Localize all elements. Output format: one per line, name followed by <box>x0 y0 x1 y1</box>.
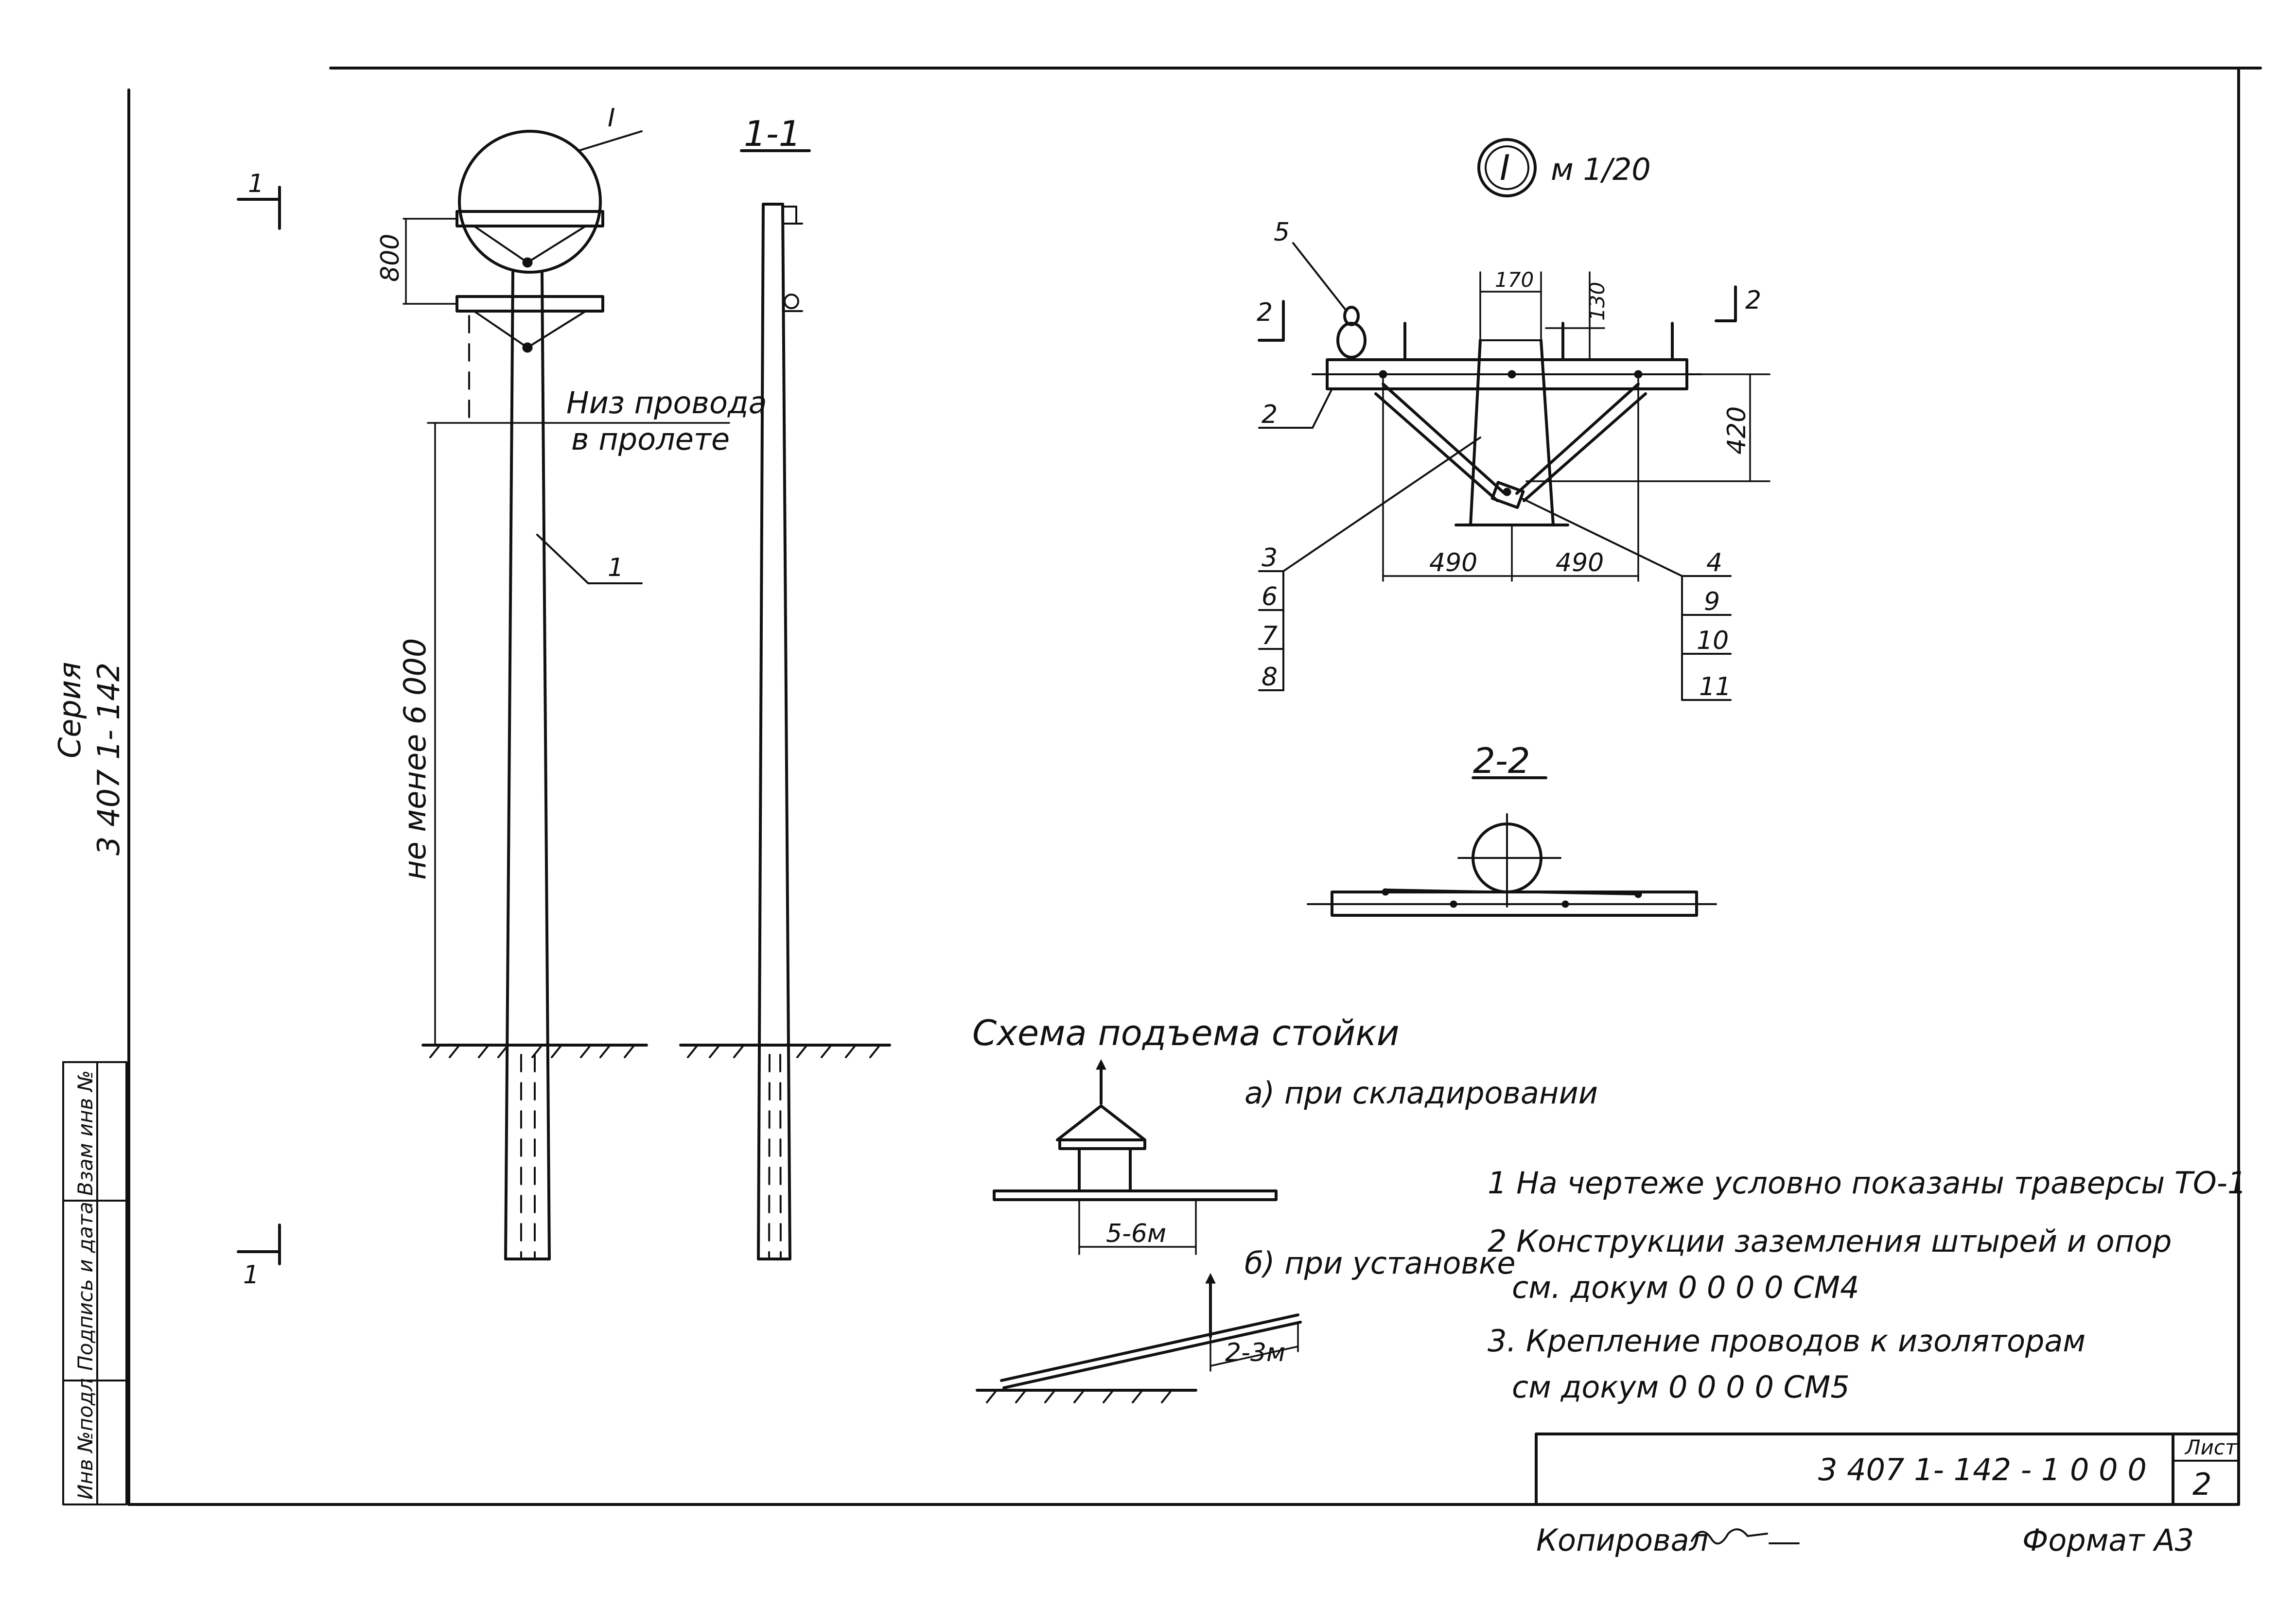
dim-height: не менее 6 000 <box>397 638 433 880</box>
detail-I-mark <box>1477 138 1537 197</box>
ground-hatch-1-1 <box>687 1044 881 1058</box>
label-6: 6 <box>1262 582 1278 612</box>
dim-crossarm-spacing: 800 <box>376 234 405 282</box>
note-3-line1: 3. Крепление проводов к изоляторам <box>1488 1323 2086 1359</box>
sheet-label: Лист <box>2184 1435 2238 1459</box>
label-9: 9 <box>1704 587 1720 616</box>
wire-label-line1: Низ провода <box>566 385 767 420</box>
svg-text:2: 2 <box>1257 298 1273 327</box>
section-1-1-view: 1-1 <box>679 113 891 1260</box>
svg-text:2: 2 <box>1745 286 1761 315</box>
label-8: 8 <box>1262 663 1278 692</box>
ground-hatch <box>429 1044 635 1058</box>
detail-I-scale: м 1/20 <box>1551 152 1651 187</box>
stamp-column: Взам инв № Подпись и дата Инв №подл <box>62 1061 127 1505</box>
svg-text:1: 1 <box>243 1260 259 1290</box>
dim-130: 130 <box>1585 282 1609 321</box>
doc-number: 3 407 1- 142 - 1 0 0 0 <box>1818 1452 2147 1487</box>
wire-label-line2: в пролете <box>571 421 730 457</box>
title-block: 3 407 1- 142 - 1 0 0 0 Лист 2 <box>1535 1433 2240 1506</box>
drawing-frame <box>127 67 2262 1506</box>
lifting-a-label: а) при складировании <box>1244 1075 1598 1111</box>
svg-text:1: 1 <box>248 169 264 198</box>
lifting-title: Схема подъема стойки <box>972 1013 1400 1053</box>
detail-callout-circle <box>458 130 602 274</box>
series-label-line2: 3 407 1- 142 <box>91 663 126 856</box>
copier-signature <box>1691 1528 1800 1545</box>
pole-elevation: 1 1 I 800 Низ <box>237 104 767 1290</box>
note-2-line2: см. докум 0 0 0 0 СМ4 <box>1512 1270 1859 1305</box>
label-3: 3 <box>1262 543 1278 573</box>
upper-crossarm <box>456 210 604 227</box>
footer-copied: Копировал <box>1536 1522 1708 1558</box>
section-mark-top: 1 <box>237 169 281 230</box>
label-4: 4 <box>1706 548 1722 577</box>
lifting-a-dim: 5-6м <box>1106 1219 1166 1248</box>
note-2-line1: 2 Конструкции заземления штырей и опор <box>1488 1223 2172 1259</box>
section-mark-bottom: 1 <box>237 1223 281 1290</box>
notes: 1 На чертеже условно показаны траверсы Т… <box>1488 1165 2246 1405</box>
note-1: 1 На чертеже условно показаны траверсы Т… <box>1488 1165 2246 1201</box>
dim-490-right: 490 <box>1556 548 1604 577</box>
lower-crossarm <box>456 295 604 313</box>
stamp-cell-replace: Взам инв № <box>73 1070 97 1196</box>
section-2-2-title: 2-2 <box>1473 740 1530 781</box>
stamp-cell-signature: Подпись и дата <box>73 1202 97 1371</box>
dim-490-left: 490 <box>1429 548 1477 577</box>
lifting-b-label: б) при установке <box>1244 1245 1516 1281</box>
section-2-2: 2-2 <box>1307 740 1717 917</box>
label-10: 10 <box>1697 626 1729 655</box>
pole-label: 1 <box>608 553 624 582</box>
ground-hatch-lifting <box>986 1389 1173 1403</box>
dim-420: 420 <box>1722 406 1752 454</box>
insulator <box>1336 306 1367 359</box>
sheet-number: 2 <box>2192 1467 2211 1502</box>
svg-text:I: I <box>1500 147 1510 188</box>
label-5: 5 <box>1274 218 1290 247</box>
footer: Копировал Формат А3 <box>1536 1522 2194 1558</box>
note-3-line2: см докум 0 0 0 0 СМ5 <box>1512 1369 1850 1405</box>
lifting-scheme: Схема подъема стойки а) при складировани… <box>972 1013 1598 1403</box>
series-label: Серия 3 407 1- 142 <box>52 662 126 856</box>
stamp-cell-inventory: Инв №подл <box>73 1378 97 1500</box>
detail-I: I м 1/20 2 2 <box>1257 138 1770 701</box>
label-11: 11 <box>1699 672 1731 701</box>
detail-callout-label: I <box>608 104 615 133</box>
lifting-b-dim: 2-3м <box>1225 1338 1285 1367</box>
label-7: 7 <box>1262 621 1278 650</box>
section-1-1-title: 1-1 <box>744 113 801 154</box>
label-2: 2 <box>1262 400 1278 429</box>
footer-format: Формат А3 <box>2022 1522 2194 1558</box>
series-label-line1: Серия <box>52 662 88 758</box>
dim-170: 170 <box>1495 268 1534 292</box>
